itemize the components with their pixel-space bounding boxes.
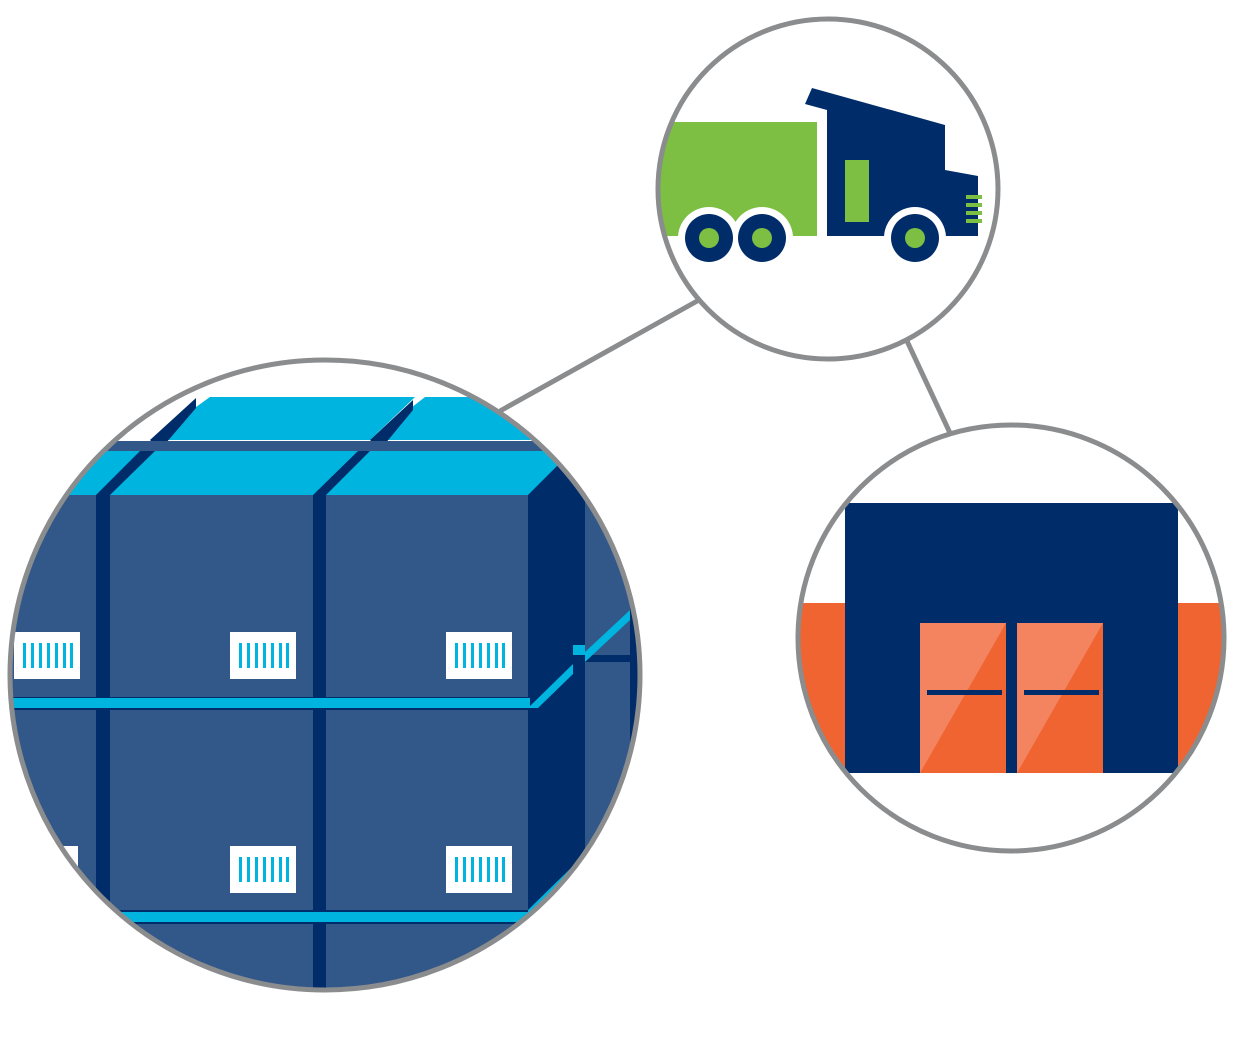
connector-line xyxy=(498,297,701,414)
truck-icon xyxy=(655,16,1001,362)
boxes-icon xyxy=(7,357,643,993)
connector-line xyxy=(904,339,953,435)
warehouse-icon xyxy=(795,422,1227,854)
